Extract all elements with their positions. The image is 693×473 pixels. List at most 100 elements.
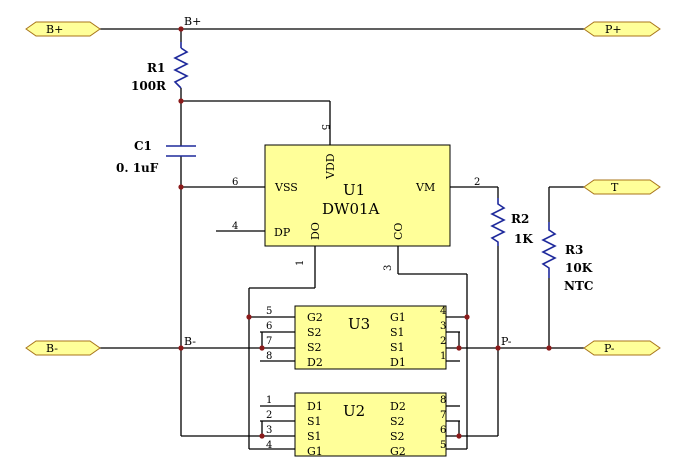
u1-pin-dp: DP [274,226,291,239]
u1-body [264,144,451,247]
r1-ref: R1 [147,61,165,75]
u1-pin-number-co: 3 [383,265,394,271]
u3-pin-number: 3 [440,321,446,332]
u3-pin-number: 1 [440,351,446,362]
u2-pin-number: 8 [440,395,446,406]
u3-right-pin-2: S1 [390,326,405,339]
u1-pin-number-vdd: 5 [319,124,330,130]
u1-pin-number-vss: 6 [232,177,238,188]
u2-right-pin-1: D2 [390,400,406,413]
junction-dot [259,345,265,351]
r3-zigzag [541,222,557,278]
u1-pin-number-do: 1 [295,260,306,266]
u3-left-pin-4: D2 [307,356,323,369]
junction-dot [456,345,462,351]
u2-pin-number: 4 [266,440,272,451]
u1-pin-number-dp: 4 [232,221,238,232]
junction-dot [456,433,462,439]
capacitor-c1: C1 0. 1uF [116,139,196,175]
u1-pin-vss: VSS [274,181,298,194]
c1-ref: C1 [134,139,152,153]
resistor-r1: R1 100R [131,42,189,93]
u3-right-pin-1: G1 [390,311,406,324]
c1-value: 0. 1uF [116,161,159,175]
u3-body [294,305,447,370]
r3-note: NTC [564,279,593,293]
ic-u1: U1 DW01A VSS VM DP VDD DO CO 6 2 4 5 1 3 [232,124,480,271]
u1-ref: U1 [343,181,365,199]
u2-left-pin-1: D1 [307,400,323,413]
u3-right-pin-3: S1 [390,341,405,354]
port-label: P+ [605,23,622,36]
port-bplus: B+ [25,21,101,37]
r2-value: 1K [514,232,533,246]
port-shape [583,21,661,37]
junction-dot [259,433,265,439]
r2-ref: R2 [511,212,529,226]
r3-value: 10K [565,261,593,275]
port-shape [583,340,661,356]
u2-right-pin-3: S2 [390,430,405,443]
r1-value: 100R [131,79,167,93]
u1-pin-co: CO [392,223,405,240]
u3-right-pin-4: D1 [390,356,406,369]
u2-right-pin-2: S2 [390,415,405,428]
junction-dot [178,345,184,351]
port-shape [583,179,661,195]
r2-zigzag [490,198,506,246]
net-label-bminus: B- [184,335,196,348]
u2-left-pin-4: G1 [307,445,323,458]
u3-left-pin-3: S2 [307,341,322,354]
junction-dot [178,184,184,190]
u2-pin-number: 1 [266,395,272,406]
resistor-r2: R2 1K [490,198,533,246]
port-shape [25,340,101,356]
junction-dot [178,98,184,104]
wires [95,28,584,450]
u2-pin-number: 5 [440,440,446,451]
u3-ref: U3 [348,315,370,333]
u2-left-pin-2: S1 [307,415,322,428]
r3-ref: R3 [565,243,583,257]
junction-dot [464,314,470,320]
u3-pin-number: 7 [266,336,272,347]
junctions [178,26,552,439]
u1-part: DW01A [322,200,380,218]
u1-pin-do: DO [309,222,322,240]
port-label: P- [604,342,615,355]
u3-pin-number: 2 [440,336,446,347]
port-label: B+ [46,23,63,36]
u1-pin-number-vm: 2 [474,177,480,188]
r1-zigzag [173,47,189,89]
resistor-r3: R3 10K NTC [541,222,593,293]
port-label: B- [46,342,58,355]
net-label-bplus: B+ [184,15,201,28]
u3-pin-number: 5 [266,306,272,317]
u2-left-pin-3: S1 [307,430,322,443]
port-label: T [611,181,619,194]
u2-pin-number: 7 [440,410,446,421]
u2-body [294,392,447,457]
u2-ref: U2 [343,402,365,420]
u3-left-pin-1: G2 [307,311,323,324]
junction-dot [246,314,252,320]
port-pplus: P+ [583,21,661,37]
ic-u2: U2 D1 S1 S1 G1 D2 S2 S2 G2 1 2 3 4 8 7 6… [266,392,447,458]
port-shape [25,21,101,37]
u1-pin-vdd: VDD [324,153,337,180]
ic-u3: U3 G2 S2 S2 D2 G1 S1 S1 D1 5 6 7 8 4 3 2… [266,305,447,370]
u3-left-pin-2: S2 [307,326,322,339]
junction-dot [178,26,184,32]
u2-pin-number: 2 [266,410,272,421]
junction-dot [495,345,501,351]
u2-right-pin-4: G2 [390,445,406,458]
u3-pin-number: 4 [440,306,446,317]
port-pminus: P- [583,340,661,356]
u3-pin-number: 8 [266,351,272,362]
port-bminus: B- [25,340,101,356]
u3-pin-number: 6 [266,321,272,332]
u2-pin-number: 6 [440,425,446,436]
u1-pin-vm: VM [415,181,435,194]
port-t: T [583,179,661,195]
